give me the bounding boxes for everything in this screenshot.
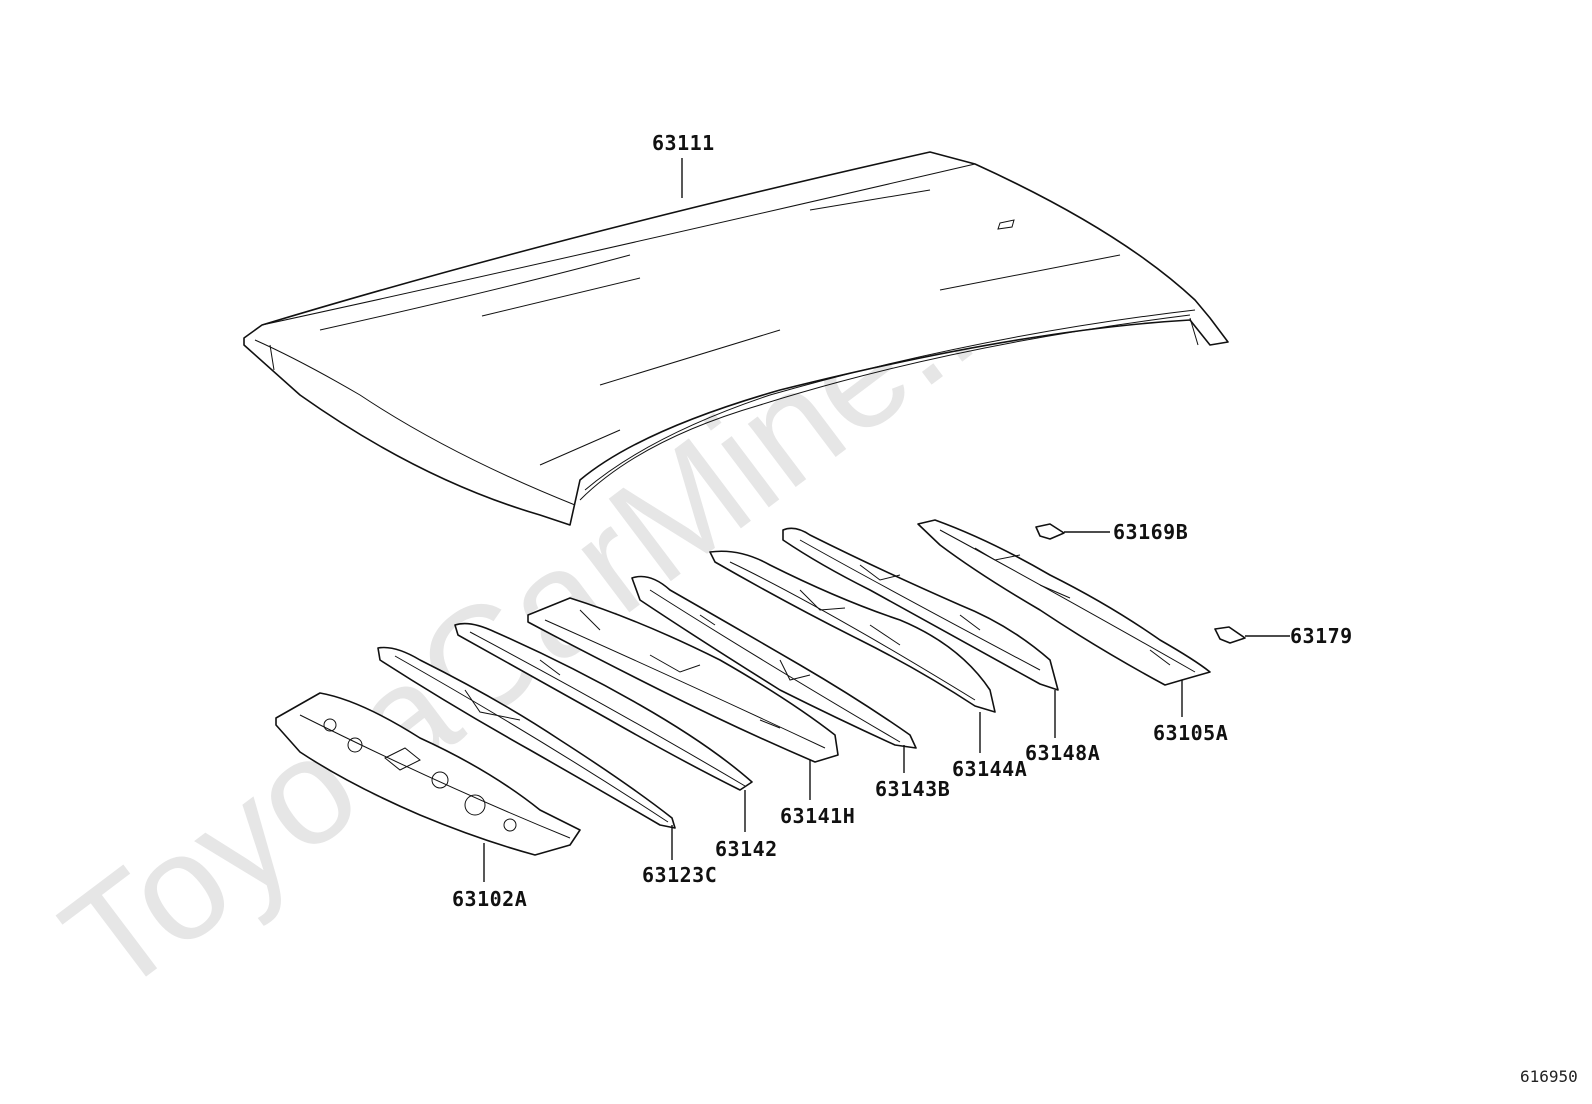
label-63179: 63179 [1290,624,1353,648]
reinforcement-63143b[interactable] [631,575,917,749]
label-63141h: 63141H [780,804,855,828]
label-63143b: 63143B [875,777,950,801]
bracket-63169b[interactable] [1035,523,1065,540]
reinforcement-63123c[interactable] [377,646,676,829]
label-63105a: 63105A [1153,721,1228,745]
figure-id: 616950 [1520,1067,1578,1086]
front-header-63105a[interactable] [917,519,1211,686]
label-63102a: 63102A [452,887,527,911]
roof-panel[interactable] [243,151,1229,526]
reinforcement-63141h[interactable] [527,597,839,763]
label-63144a: 63144A [952,757,1027,781]
label-63142: 63142 [715,837,778,861]
bracket-63179[interactable] [1214,626,1246,644]
label-63111: 63111 [652,131,715,155]
rear-header-63102a[interactable] [275,692,581,856]
label-63148a: 63148A [1025,741,1100,765]
leader-lines [483,158,1290,882]
label-63123c: 63123C [642,863,717,887]
reinforcement-63144a[interactable] [709,550,996,713]
reinforcement-63142[interactable] [454,622,753,791]
label-63169b: 63169B [1113,520,1188,544]
reinforcement-63148a[interactable] [782,527,1059,691]
